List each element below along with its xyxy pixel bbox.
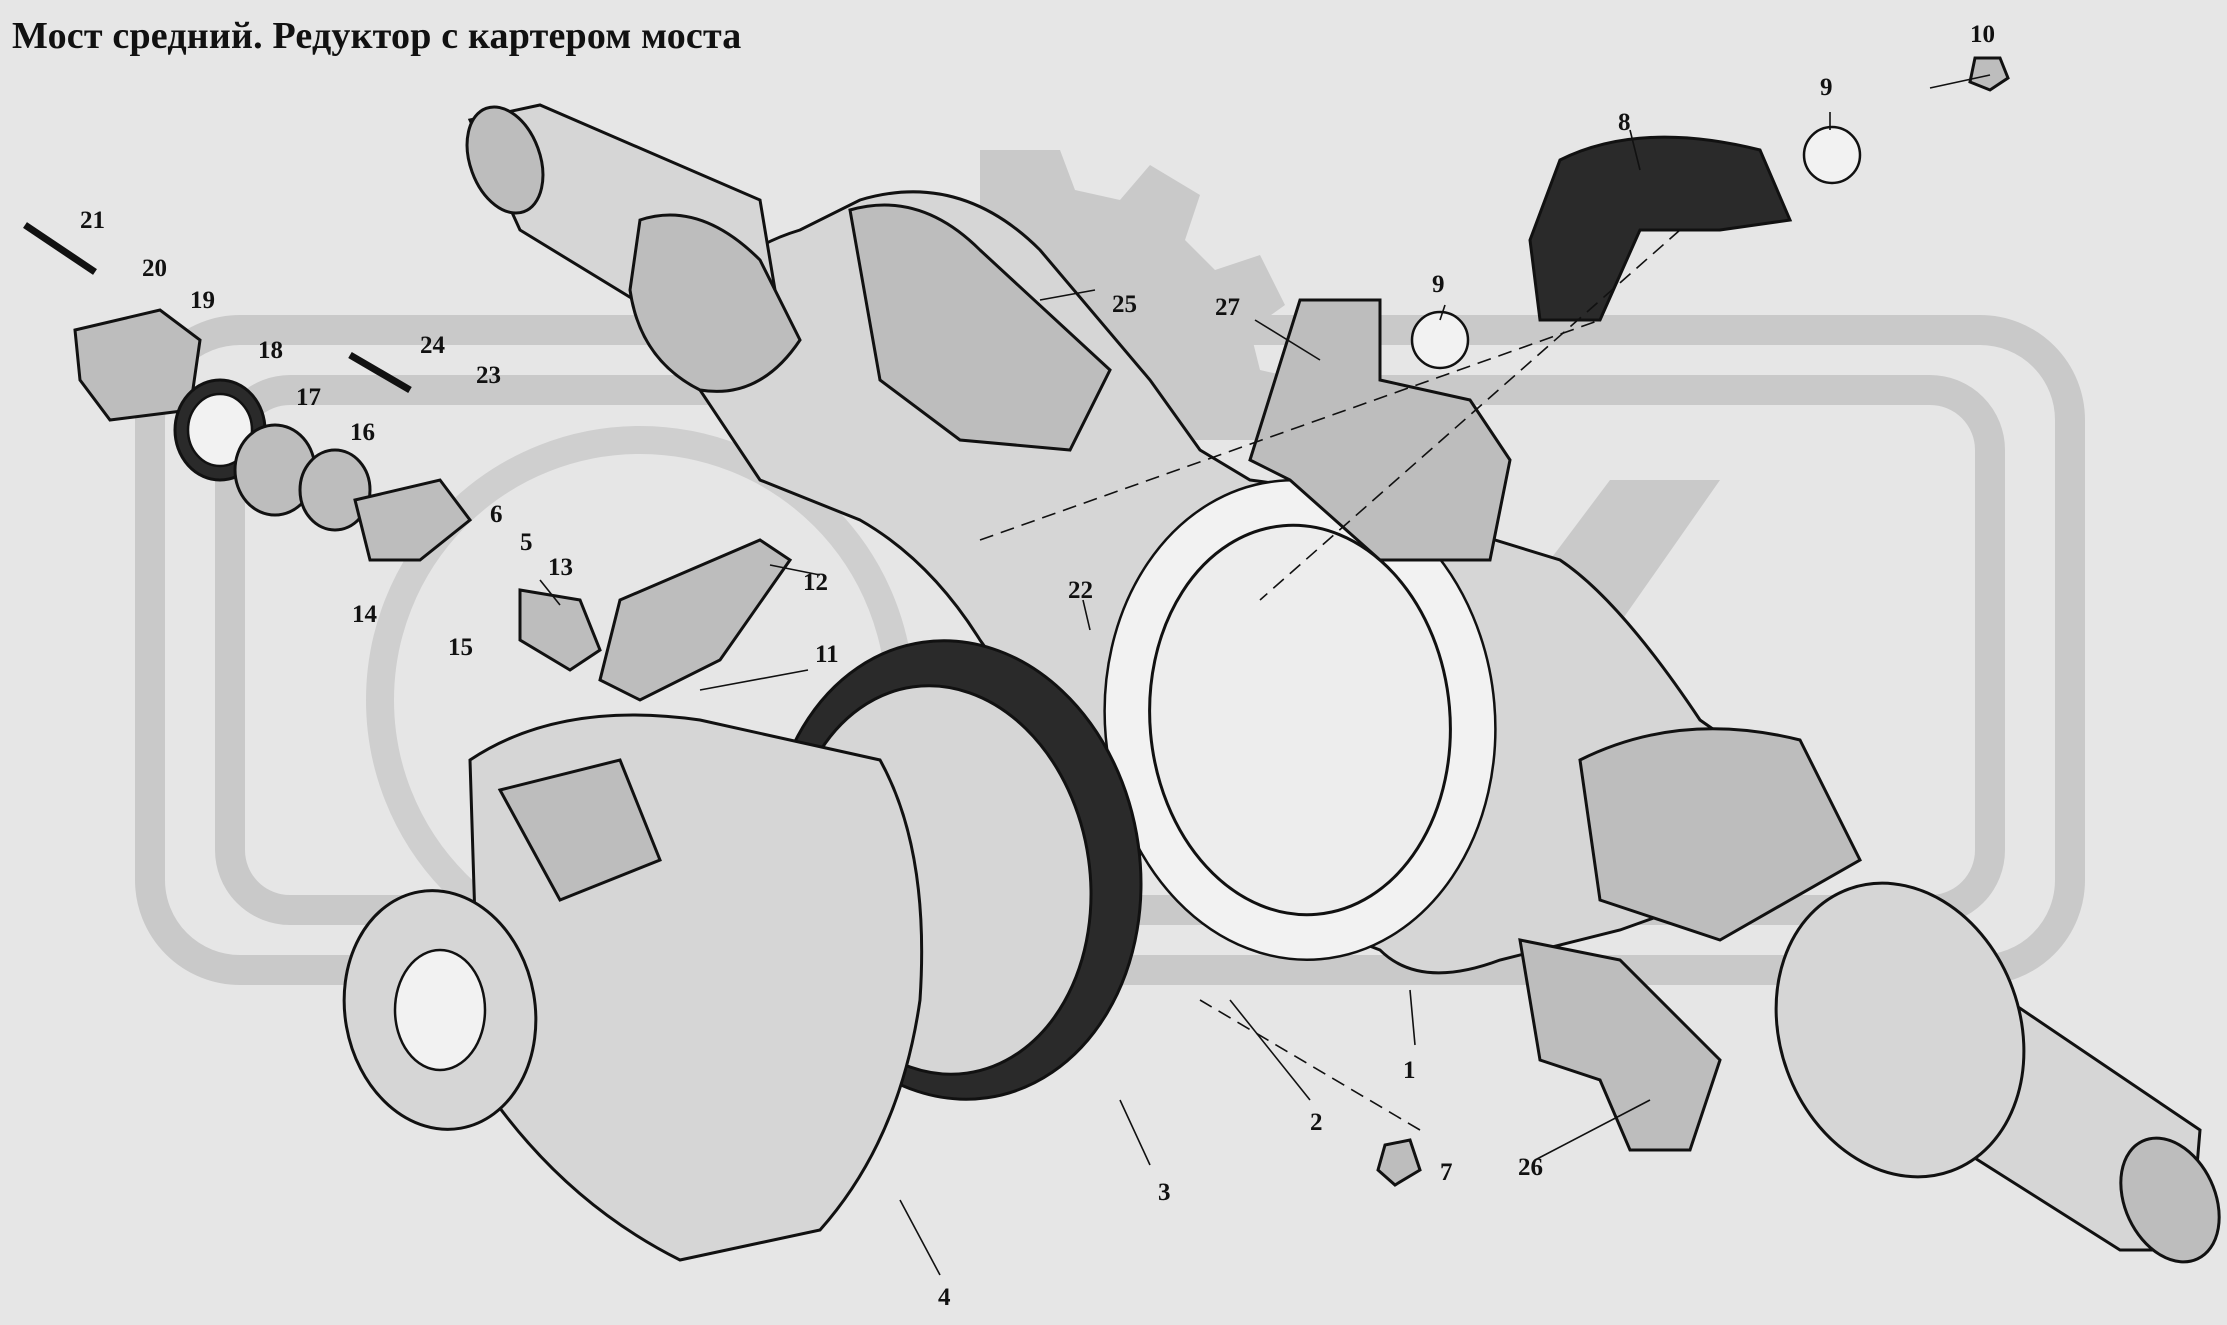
- callout-8: 8: [1618, 109, 1631, 136]
- callout-13: 13: [548, 554, 573, 581]
- callout-3: 3: [1158, 1179, 1171, 1206]
- callout-11: 11: [815, 641, 839, 668]
- callout-5: 5: [520, 529, 533, 556]
- callout-7: 7: [1440, 1159, 1453, 1186]
- small-parts-left: [23, 222, 793, 702]
- bracket-8: [1528, 135, 1793, 322]
- callout-9b: 9: [1820, 74, 1833, 101]
- small-parts-right: [1376, 56, 2010, 1187]
- callout-24: 24: [420, 332, 446, 359]
- callout-20: 20: [142, 255, 167, 282]
- callout-27: 27: [1215, 294, 1240, 321]
- callout-10: 10: [1970, 21, 1995, 48]
- callout-22: 22: [1068, 577, 1093, 604]
- page-title: Мост средний. Редуктор с картером моста: [12, 15, 742, 57]
- callout-1: 1: [1403, 1057, 1416, 1084]
- callout-2: 2: [1310, 1109, 1323, 1136]
- bracket-26: [1518, 938, 1722, 1152]
- callout-labels: 1 2 3 4 5 6 7 8 9 9 10 11 12 13 14 15 16…: [80, 21, 1995, 1311]
- callout-25: 25: [1112, 291, 1137, 318]
- callout-12: 12: [803, 569, 828, 596]
- reducer-assembly: [342, 639, 1143, 1262]
- callout-17: 17: [296, 384, 321, 411]
- callout-15: 15: [448, 634, 473, 661]
- callout-14: 14: [352, 601, 378, 628]
- left-axle-tube: [465, 103, 1112, 452]
- callout-23: 23: [476, 362, 501, 389]
- leader-lines: [539, 74, 1991, 1276]
- callout-21: 21: [80, 207, 105, 234]
- right-axle-tube: [1578, 727, 2221, 1264]
- callout-16: 16: [350, 419, 375, 446]
- callout-18: 18: [258, 337, 283, 364]
- callout-4: 4: [938, 1284, 951, 1311]
- callout-19: 19: [190, 287, 215, 314]
- callout-26: 26: [1518, 1154, 1543, 1181]
- callout-9a: 9: [1432, 271, 1445, 298]
- callout-6: 6: [490, 501, 503, 528]
- bracket-27: [1248, 298, 1512, 562]
